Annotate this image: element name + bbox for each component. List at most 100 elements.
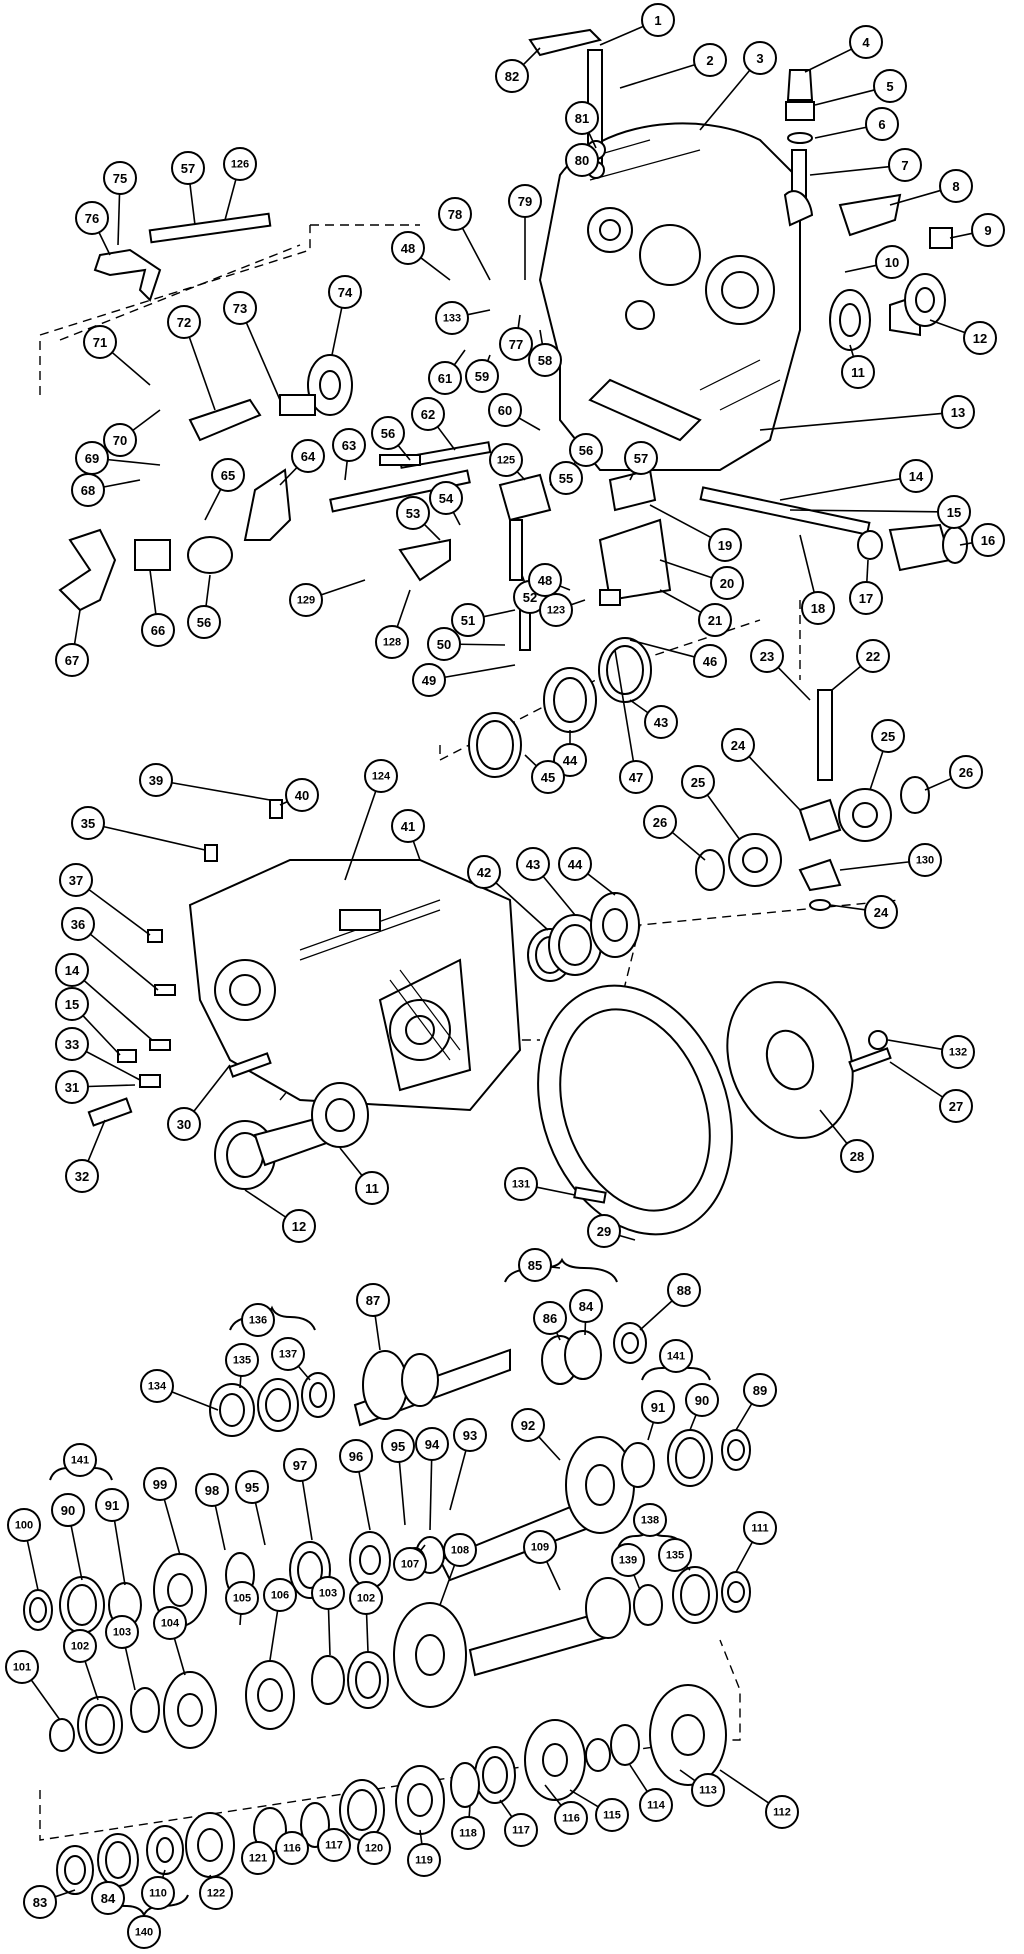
callout-47: 47 [619,760,653,794]
callout-number: 49 [422,673,436,688]
leader-line-44 [587,873,616,896]
callout-circle [743,1511,777,1545]
callout-circle [499,327,533,361]
callout-circle [516,847,550,881]
callout-circle [275,1831,309,1865]
callout-circle [750,639,784,673]
callout-1: 1 [641,3,675,37]
leader-line-43 [542,875,576,916]
callout-circle [528,343,562,377]
callout-69: 69 [75,441,109,475]
leader-line-8 [889,189,941,206]
callout-circle [619,760,653,794]
leader-line-59 [486,354,491,362]
callout-3: 3 [743,41,777,75]
leader-line-48 [559,585,571,591]
callout-circle [127,1915,161,1949]
callout-circle [488,393,522,427]
callout-11: 11 [355,1171,389,1205]
callout-circle [587,1214,621,1248]
callout-113: 113 [691,1773,725,1807]
leader-line-73 [245,322,281,401]
callout-number: 63 [342,438,356,453]
leader-line-115 [569,1789,599,1808]
callout-circle [511,1408,545,1442]
callout-number: 136 [249,1315,267,1327]
callout-circle [105,1615,139,1649]
leader-line-13 [759,412,943,431]
callout-48: 48 [528,563,562,597]
callout-circle [849,25,883,59]
callout-number: 56 [579,443,593,458]
leader-line-102 [365,1613,369,1653]
input-shaft-row [209,1322,647,1437]
callout-circle [641,3,675,37]
callout-circle [685,1383,719,1417]
callout-44: 44 [558,847,592,881]
leader-line-86 [555,1332,561,1341]
callout-circle [840,1139,874,1173]
callout-circle [371,416,405,450]
callout-circle [531,760,565,794]
leader-line-100 [26,1540,39,1591]
callout-circle [139,763,173,797]
leader-line-27 [889,1061,944,1098]
callout-number: 41 [401,819,415,834]
leader-line-78 [461,227,491,281]
callout-117: 117 [504,1813,538,1847]
callout-circle [941,1035,975,1069]
callout-86: 86 [533,1301,567,1335]
callout-circle [451,1816,485,1850]
callout-circle [355,1171,389,1205]
callout-circle [443,1533,477,1567]
callout-circle [569,1289,603,1323]
callout-114: 114 [639,1788,673,1822]
callout-number: 77 [509,337,523,352]
callout-circle [285,778,319,812]
callout-number: 37 [69,873,83,888]
callout-number: 35 [81,816,95,831]
leader-line-48 [420,257,451,281]
callout-circle [141,613,175,647]
callout-circle [523,1530,557,1564]
callout-139: 139 [611,1543,645,1577]
callout-46: 46 [693,644,727,678]
callout-number: 92 [521,1418,535,1433]
callout-circle [639,1788,673,1822]
leader-line-43 [629,699,649,714]
callout-72: 72 [167,305,201,339]
callout-circle [75,201,109,235]
leader-line-25 [869,750,884,791]
callout-number: 123 [547,605,565,617]
callout-circle [103,161,137,195]
callout-104: 104 [153,1606,187,1640]
leader-line-90 [689,1414,697,1431]
callout-number: 55 [559,471,573,486]
leader-line-99 [163,1499,181,1556]
callout-circle [849,581,883,615]
callout-number: 103 [319,1588,337,1600]
callout-109: 109 [523,1530,557,1564]
callout-number: 6 [878,117,885,132]
callout-95: 95 [381,1429,415,1463]
leader-line-57 [189,183,196,226]
callout-number: 5 [886,79,893,94]
callout-circle [71,473,105,507]
callout-26: 26 [643,805,677,839]
speedometer-parts [783,69,953,249]
callout-number: 105 [233,1593,251,1605]
callout-90: 90 [685,1383,719,1417]
leader-line-9 [949,232,973,239]
callout-122: 122 [199,1876,233,1910]
callout-56: 56 [187,605,221,639]
callout-circle [396,496,430,530]
callout-61: 61 [428,361,462,395]
leader-line-91 [113,1520,126,1586]
callout-15: 15 [937,495,971,529]
callout-number: 113 [699,1785,717,1797]
callout-circle [391,231,425,265]
callout-number: 4 [862,35,870,50]
callout-82: 82 [495,59,529,93]
axle-seals-right [829,273,946,351]
